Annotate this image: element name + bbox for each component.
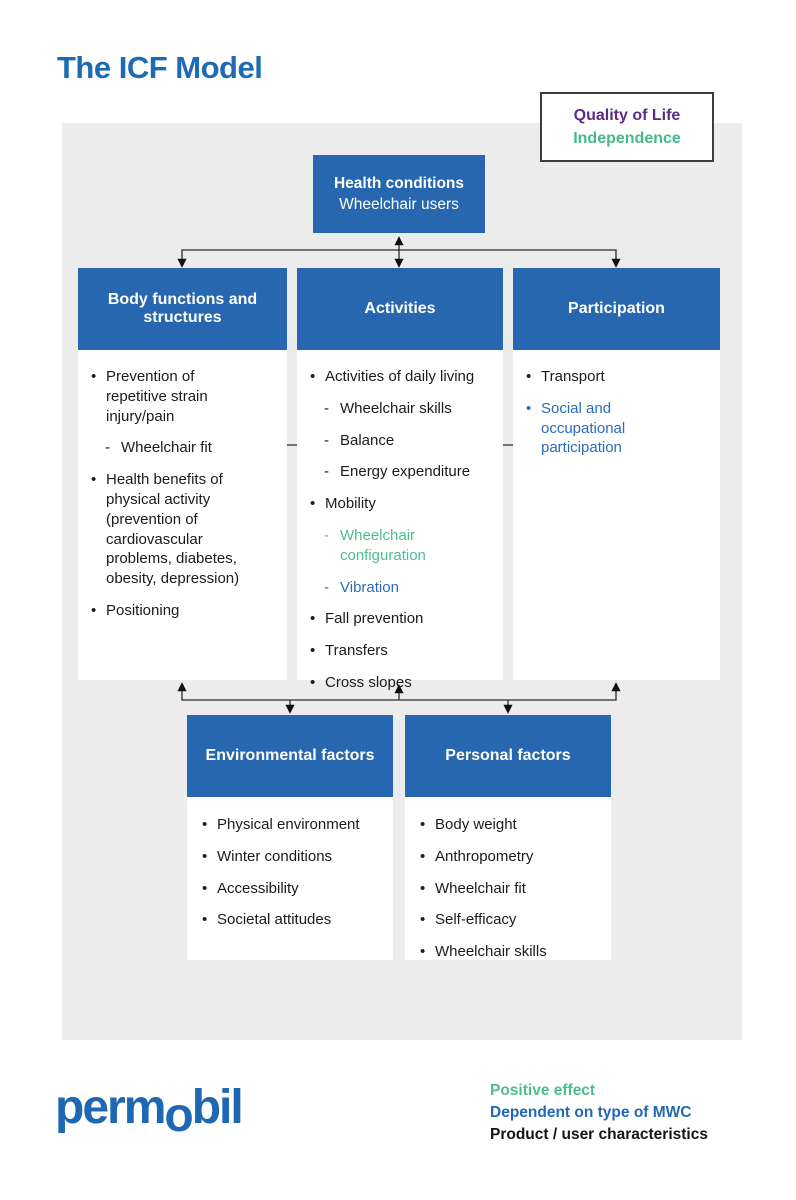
health-conditions-subtitle: Wheelchair users <box>339 195 459 213</box>
list-item: Health benefits of physical activity (pr… <box>90 470 249 589</box>
list-item: Social and occupational participation <box>525 399 680 458</box>
list-item: Physical environment <box>201 815 385 835</box>
list-item: Energy expenditure <box>324 462 495 482</box>
page-title: The ICF Model <box>57 50 263 85</box>
participation-list: TransportSocial and occupational partici… <box>513 350 720 680</box>
participation-column: Participation TransportSocial and occupa… <box>513 268 720 680</box>
activities-header: Activities <box>297 268 503 350</box>
list-item: Transport <box>525 367 680 387</box>
list-item: Vibration <box>324 578 495 598</box>
list-item: Transfers <box>309 641 495 661</box>
list-item: Societal attitudes <box>201 910 385 930</box>
list-item: Prevention of repetitive strain injury/p… <box>90 367 249 426</box>
list-item: Mobility <box>309 494 495 514</box>
list-item: Wheelchair configuration <box>324 526 495 566</box>
list-item: Self-efficacy <box>419 910 603 930</box>
quality-of-life-box: Quality of Life Independence <box>540 92 714 162</box>
list-item: Winter conditions <box>201 847 385 867</box>
personal-factors-box: Personal factors Body weightAnthropometr… <box>405 715 611 962</box>
body-functions-header: Body functions and structures <box>78 268 287 350</box>
list-item: Accessibility <box>201 879 385 899</box>
logo-dropped-o: o <box>164 1089 193 1143</box>
logo-text-end: bil <box>191 1081 244 1134</box>
logo-text: perm <box>55 1081 166 1134</box>
health-conditions-box: Health conditions Wheelchair users <box>313 155 485 233</box>
activities-column: Activities Activities of daily livingWhe… <box>297 268 503 693</box>
list-item: Positioning <box>90 601 249 621</box>
personal-factors-header: Personal factors <box>405 715 611 797</box>
environmental-factors-header: Environmental factors <box>187 715 393 797</box>
list-item: Balance <box>324 431 495 451</box>
list-item: Fall prevention <box>309 609 495 629</box>
list-item: Anthropometry <box>419 847 603 867</box>
environmental-factors-box: Environmental factors Physical environme… <box>187 715 393 960</box>
legend-product-user: Product / user characteristics <box>490 1126 708 1143</box>
quality-of-life-label: Quality of Life <box>573 106 681 124</box>
independence-label: Independence <box>573 129 681 147</box>
activities-list: Activities of daily livingWheelchair ski… <box>297 350 503 693</box>
permobil-logo: permobil <box>55 1080 244 1142</box>
participation-header: Participation <box>513 268 720 350</box>
legend-positive-effect: Positive effect <box>490 1082 596 1099</box>
list-item: Wheelchair fit <box>105 438 249 458</box>
list-item: Activities of daily living <box>309 367 495 387</box>
list-item: Wheelchair fit <box>419 879 603 899</box>
body-functions-list: Prevention of repetitive strain injury/p… <box>78 350 287 680</box>
personal-factors-list: Body weightAnthropometryWheelchair fitSe… <box>405 797 611 962</box>
list-item: Wheelchair skills <box>324 399 495 419</box>
environmental-factors-list: Physical environmentWinter conditionsAcc… <box>187 797 393 960</box>
health-conditions-title: Health conditions <box>333 174 465 192</box>
list-item: Cross slopes <box>309 673 495 693</box>
list-item: Body weight <box>419 815 603 835</box>
list-item: Wheelchair skills <box>419 942 603 962</box>
legend: Positive effect Dependent on type of MWC… <box>490 1080 708 1146</box>
body-functions-column: Body functions and structures Prevention… <box>78 268 287 680</box>
legend-dependent-mwc: Dependent on type of MWC <box>490 1104 692 1121</box>
